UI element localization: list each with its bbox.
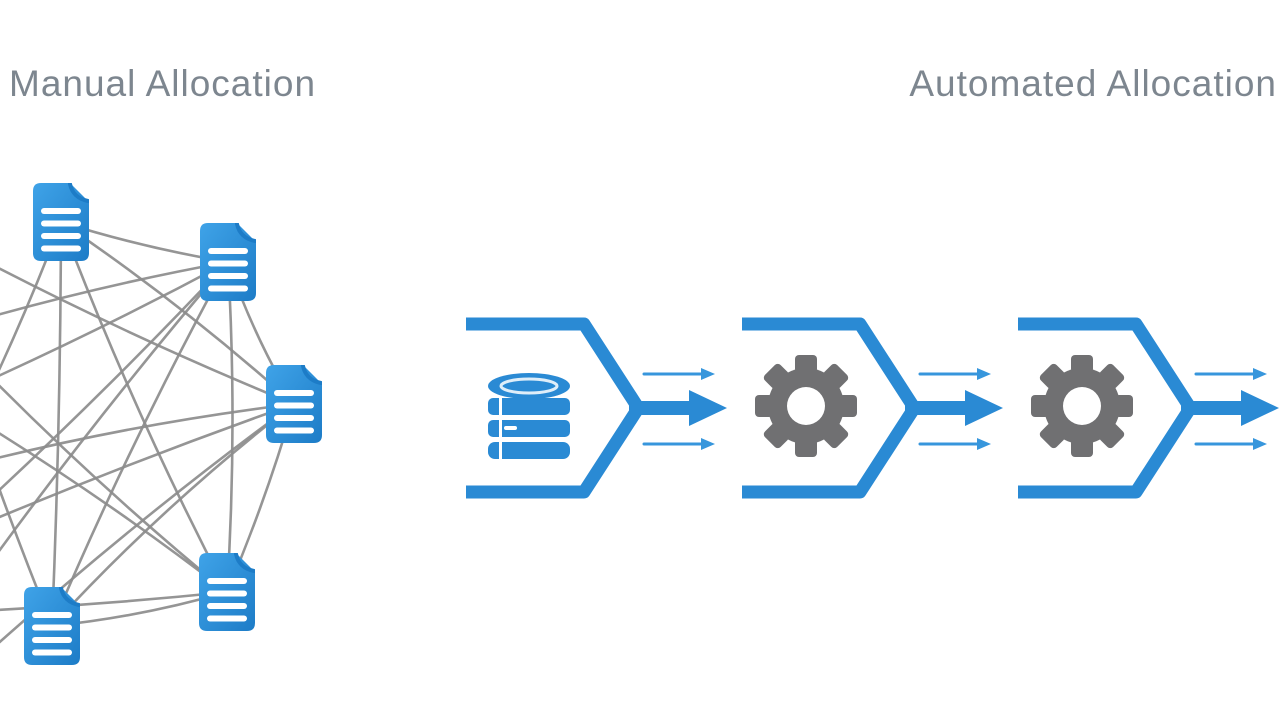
network-edge (0, 260, 229, 316)
database-top (488, 373, 570, 399)
network-edge (0, 261, 229, 552)
funnel-chevron (742, 317, 919, 410)
flow-arrow-thin-head (701, 368, 715, 380)
network-edge (0, 402, 295, 519)
pipeline-stage (742, 317, 1003, 499)
pipeline-stage (1018, 317, 1279, 499)
funnel-chevron (742, 406, 919, 499)
flow-arrow-thick-head (965, 390, 1003, 426)
automated-pipeline (466, 317, 1279, 499)
manual-network (0, 183, 322, 665)
network-edge (0, 487, 54, 627)
flow-arrow-thick (1181, 401, 1245, 415)
pipeline-stage (466, 317, 727, 499)
database-icon (488, 373, 570, 459)
gear-icon (755, 355, 857, 457)
gear-icon (1031, 355, 1133, 457)
network-edge (50, 261, 230, 627)
document-icon (266, 365, 322, 443)
network-edge (0, 267, 295, 406)
gear-hole (1063, 387, 1101, 425)
funnel-chevron (466, 317, 643, 410)
funnel-chevron (466, 406, 643, 499)
network-edge (0, 432, 228, 594)
network-edge (0, 402, 295, 644)
flow-arrow-thin-head (701, 438, 715, 450)
database-band (488, 420, 570, 437)
flow-arrow-thin-head (977, 368, 991, 380)
flow-arrow-thick-head (689, 390, 727, 426)
gear-hole (787, 387, 825, 425)
flow-arrow-thick (629, 401, 693, 415)
document-icon (200, 223, 256, 301)
flow-arrow-thin-head (977, 438, 991, 450)
network-edge (50, 221, 63, 627)
manual-allocation-title: Manual Allocation (9, 63, 317, 104)
document-icon (33, 183, 89, 261)
network-edge (59, 221, 229, 593)
database-top-ring (499, 377, 559, 395)
network-edge (0, 384, 228, 594)
funnel-chevron (1018, 406, 1195, 499)
flow-arrow-thin-head (1253, 438, 1267, 450)
flow-arrow-thick-head (1241, 390, 1279, 426)
network-edge (51, 402, 295, 627)
flow-arrow-thick (905, 401, 969, 415)
database-highlight (504, 426, 517, 430)
flow-arrow-thin-head (1253, 368, 1267, 380)
database-band (488, 398, 570, 415)
network-edge (0, 260, 229, 377)
document-icon (199, 553, 255, 631)
network-edge (0, 261, 229, 492)
network-edge (0, 402, 295, 459)
funnel-chevron (1018, 317, 1195, 410)
network-edge (60, 220, 295, 405)
database-highlight (499, 398, 502, 459)
network-edge (0, 590, 228, 612)
database-band (488, 442, 570, 459)
automated-allocation-title: Automated Allocation (909, 63, 1277, 104)
document-icon (24, 587, 80, 665)
